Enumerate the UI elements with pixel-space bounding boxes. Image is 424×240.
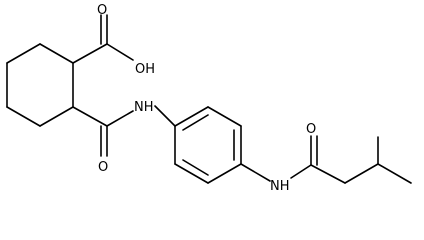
benzene-bond xyxy=(207,163,242,184)
ring-bond xyxy=(39,106,74,127)
amide1-oxygen-label: O xyxy=(98,160,108,175)
chain-bond xyxy=(310,164,346,184)
benzene-bond xyxy=(207,106,242,127)
bond-ring-to-amide-carbon xyxy=(72,106,108,127)
amide-group-2: NH O xyxy=(240,122,412,194)
molecule-diagram: O OH O NH NH O xyxy=(6,3,412,194)
amide-group-1: O NH xyxy=(72,100,154,175)
bond-nh-to-benzene xyxy=(154,105,176,127)
amide2-nh-label: NH xyxy=(270,179,290,194)
acid-oxygen-label: O xyxy=(97,3,107,18)
benzene-inner-double-bond xyxy=(182,159,209,176)
methyl-bond xyxy=(377,163,412,184)
amide2-oxygen-label: O xyxy=(306,122,316,137)
ring-bond xyxy=(39,43,74,64)
benzene-inner-double-bond xyxy=(182,114,209,131)
chain-bond xyxy=(344,163,379,184)
ring-bond xyxy=(6,106,41,127)
benzene-bond xyxy=(174,163,209,184)
benzene-ring xyxy=(154,105,242,184)
amide2-n-c-bond xyxy=(290,164,312,179)
acid-hydroxyl-bond xyxy=(106,43,134,61)
carboxylic-acid-group: O OH xyxy=(72,3,155,77)
amide1-c-n-bond xyxy=(106,110,134,127)
bond-ring-to-acid-carbon xyxy=(72,43,108,64)
acid-hydroxyl-label: OH xyxy=(135,62,155,77)
amide1-nh-label: NH xyxy=(134,100,154,115)
ring-bond xyxy=(6,43,41,64)
cyclohexane-ring xyxy=(6,43,74,127)
benzene-bond xyxy=(174,106,209,127)
structure-canvas: O OH O NH NH O xyxy=(6,3,412,194)
bond-benzene-to-nh xyxy=(240,163,271,182)
